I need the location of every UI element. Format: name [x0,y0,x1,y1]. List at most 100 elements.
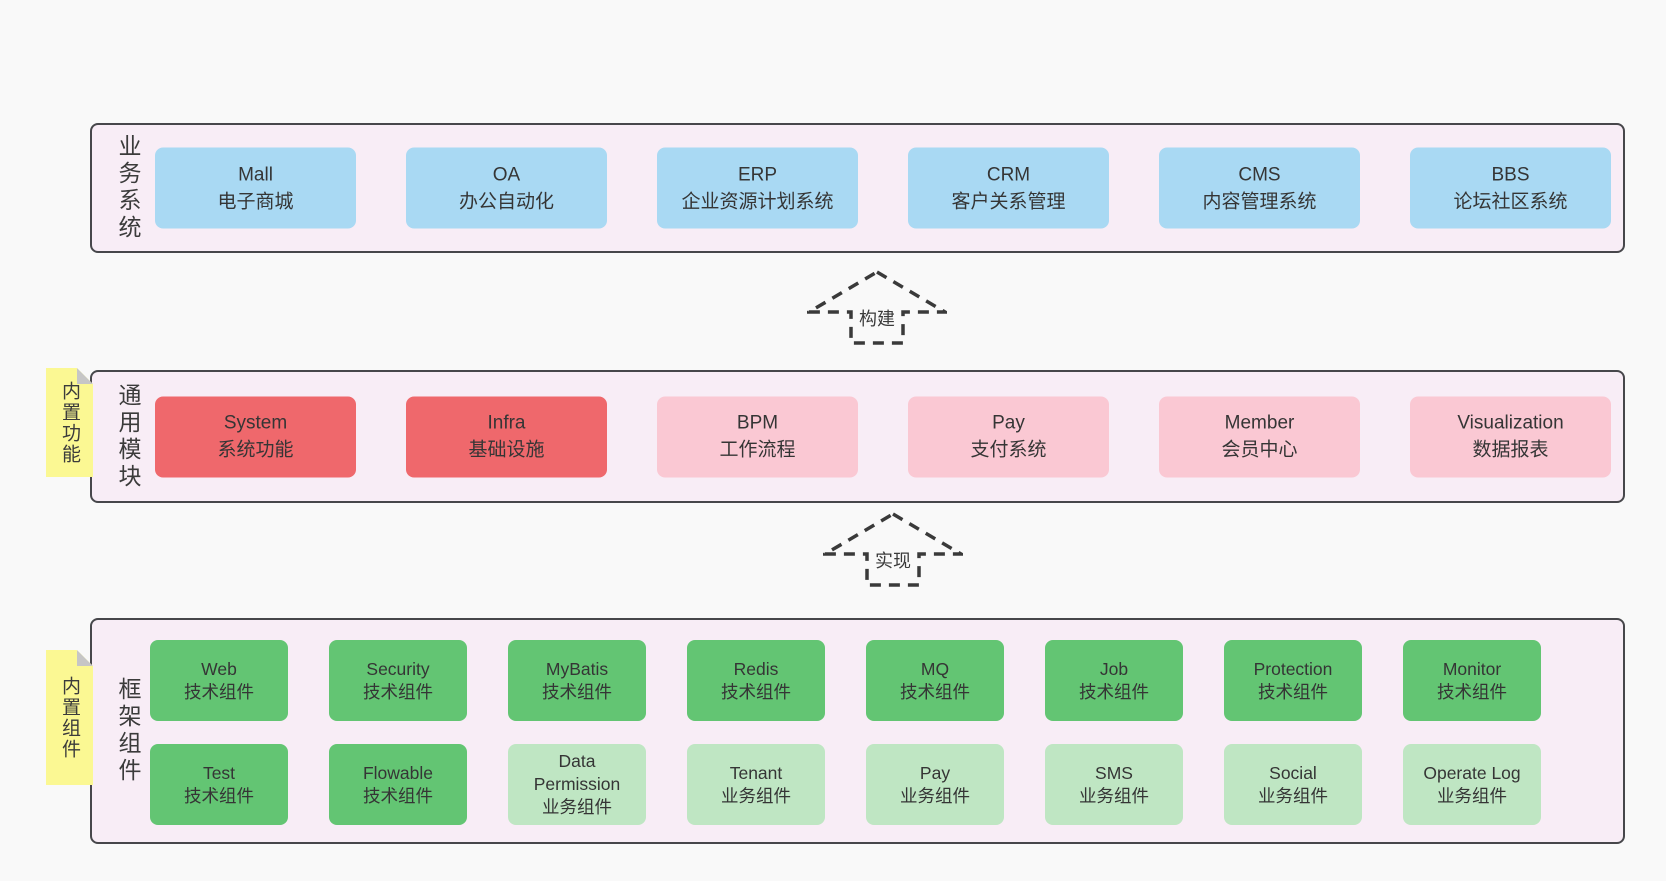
box-title: MQ [920,658,950,679]
box-subtitle: 工作流程 [719,439,796,461]
box-subtitle: 业务组件 [542,797,612,817]
box-subtitle: 技术组件 [1258,681,1328,702]
box-title: Tenant [729,762,783,783]
box-web: Web 技术组件 [150,640,288,721]
layer-framework-components: 框架组件 Web 技术组件 Security 技术组件 MyBatis 技术组件… [90,618,1625,844]
box-subtitle: 基础设施 [468,439,545,461]
up-arrow-icon [807,269,947,345]
box-crm: CRM 客户关系管理 [908,147,1109,229]
box-subtitle: 客户关系管理 [951,191,1066,212]
layer-label-business-systems: 业务系统 [115,134,141,242]
box-social: Social 业务组件 [1224,744,1362,825]
box-sms: SMS 业务组件 [1045,744,1183,825]
sticky-note-text: 内置组件 [59,675,80,760]
box-title: Security [366,658,430,679]
box-mybatis: MyBatis 技术组件 [508,640,646,721]
box-pay: Pay 支付系统 [908,396,1109,477]
box-cms: CMS 内容管理系统 [1159,147,1360,229]
box-title: Protection [1253,658,1333,679]
box-subtitle: 技术组件 [363,681,433,702]
business-systems-row: Mall 电子商城 OA 办公自动化 ERP 企业资源计划系统 CRM 客户关系… [155,147,1611,229]
box-subtitle: 数据报表 [1472,439,1549,461]
box-bpm: BPM 工作流程 [657,396,858,477]
box-title: OA [492,164,521,185]
box-bbs: BBS 论坛社区系统 [1410,147,1611,229]
layer-common-modules: 通用模块 System 系统功能 Infra 基础设施 BPM 工作流程 Pay… [90,370,1625,503]
box-title: CMS [1238,164,1281,185]
box-title: Mall [238,164,273,185]
box-job: Job 技术组件 [1045,640,1183,721]
box-title: Test [202,762,236,783]
layer-business-systems: 业务系统 Mall 电子商城 OA 办公自动化 ERP 企业资源计划系统 CRM… [90,123,1625,253]
sticky-note-text: 内置功能 [59,380,80,465]
layer-label-common-modules: 通用模块 [115,382,141,491]
box-mq: MQ 技术组件 [866,640,1004,721]
box-title: Monitor [1442,658,1502,679]
box-title: Visualization [1457,412,1564,434]
box-oa: OA 办公自动化 [406,147,607,229]
box-title: Job [1099,658,1129,679]
box-protection: Protection 技术组件 [1224,640,1362,721]
box-erp: ERP 企业资源计划系统 [657,147,858,229]
box-title: Web [201,658,237,679]
box-subtitle: 技术组件 [1079,681,1149,702]
up-arrow-icon [823,511,963,587]
box-test: Test 技术组件 [150,744,288,825]
common-modules-row: System 系统功能 Infra 基础设施 BPM 工作流程 Pay 支付系统… [155,396,1611,477]
box-system: System 系统功能 [155,396,356,477]
box-subtitle: 技术组件 [542,681,612,702]
box-security: Security 技术组件 [329,640,467,721]
box-title: CRM [986,164,1031,185]
box-subtitle: 技术组件 [363,785,433,806]
box-title: MyBatis [545,658,609,679]
box-subtitle: 业务组件 [1079,785,1149,806]
box-infra: Infra 基础设施 [406,396,607,477]
framework-components-row-2: Test 技术组件 Flowable 技术组件 Data Permission … [150,744,1541,825]
box-title: BPM [736,412,779,434]
sticky-note-builtin-components: 内置组件 [46,650,93,785]
box-title: Flowable [362,762,434,783]
box-subtitle: 技术组件 [721,681,791,702]
box-subtitle: 企业资源计划系统 [681,191,834,212]
arrow-implement-label: 实现 [872,550,914,572]
box-subtitle: 内容管理系统 [1202,191,1317,212]
box-operate-log: Operate Log 业务组件 [1403,744,1541,825]
box-monitor: Monitor 技术组件 [1403,640,1541,721]
box-flowable: Flowable 技术组件 [329,744,467,825]
box-subtitle: 系统功能 [217,439,294,461]
box-title: BBS [1491,164,1530,185]
box-title: Operate Log [1423,762,1521,783]
box-title: Data Permission [533,751,621,794]
box-subtitle: 业务组件 [900,785,970,806]
box-title: Redis [733,658,779,679]
box-title: System [223,412,288,434]
box-subtitle: 业务组件 [1258,785,1328,806]
box-subtitle: 论坛社区系统 [1453,191,1568,212]
sticky-note-builtin-features: 内置功能 [46,368,93,477]
arrow-build-label: 构建 [856,308,898,330]
box-subtitle: 技术组件 [900,681,970,702]
box-subtitle: 技术组件 [184,785,254,806]
box-title: Pay [992,412,1025,434]
box-data-permission: Data Permission 业务组件 [508,744,646,825]
box-title: Pay [919,762,951,783]
box-title: ERP [737,164,778,185]
box-subtitle: 办公自动化 [458,191,554,212]
box-title: Member [1224,412,1295,434]
arrow-build: 构建 [807,268,947,346]
box-pay-business: Pay 业务组件 [866,744,1004,825]
box-visualization: Visualization 数据报表 [1410,396,1611,477]
box-mall: Mall 电子商城 [155,147,356,229]
box-subtitle: 支付系统 [970,439,1047,461]
box-member: Member 会员中心 [1159,396,1360,477]
layer-label-framework-components: 框架组件 [115,677,141,785]
box-subtitle: 业务组件 [1437,785,1507,806]
box-subtitle: 会员中心 [1221,439,1298,461]
box-title: SMS [1095,762,1133,783]
box-title: Infra [487,412,526,434]
box-subtitle: 技术组件 [184,681,254,702]
framework-components-row-1: Web 技术组件 Security 技术组件 MyBatis 技术组件 Redi… [150,640,1541,721]
box-redis: Redis 技术组件 [687,640,825,721]
box-title: Social [1269,762,1317,783]
